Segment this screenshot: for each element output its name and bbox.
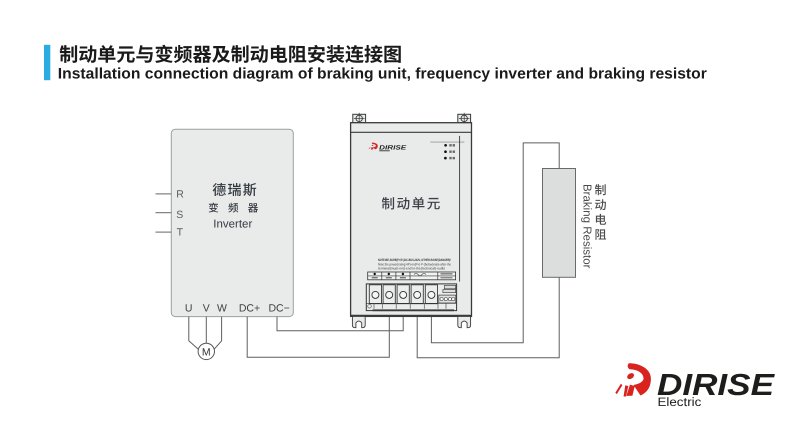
svg-text:V: V	[203, 303, 210, 315]
svg-text:DIRISE: DIRISE	[657, 368, 776, 402]
svg-text:DC−: DC−	[268, 303, 289, 315]
svg-text:DIRISE: DIRISE	[379, 144, 407, 151]
svg-text:NOTE:BE-SURE(P+/P-)DC-BUS-232V: NOTE:BE-SURE(P+/P-)DC-BUS-232V, OTHER-RA…	[378, 258, 451, 262]
svg-text:Note:the power(rating:4P)-on(P: Note:the power(rating:4P)-on(P+)·P-(belo…	[378, 262, 451, 266]
svg-text:Installation connection diagra: Installation connection diagram of braki…	[58, 65, 707, 82]
svg-text:S: S	[176, 209, 183, 221]
svg-text:R: R	[176, 189, 184, 201]
svg-text:terminal(must-not)-end to-the(: terminal(must-not)-end to-the(technical)…	[378, 266, 445, 270]
svg-text:U: U	[185, 303, 193, 315]
svg-text:T: T	[177, 227, 184, 239]
svg-text:Electric: Electric	[658, 395, 702, 409]
svg-text:M: M	[202, 346, 211, 358]
svg-text:Inverter: Inverter	[213, 218, 252, 230]
svg-text:W: W	[217, 303, 227, 315]
svg-text:Braking Resistor: Braking Resistor	[580, 184, 592, 269]
svg-text:DC+: DC+	[239, 303, 260, 315]
